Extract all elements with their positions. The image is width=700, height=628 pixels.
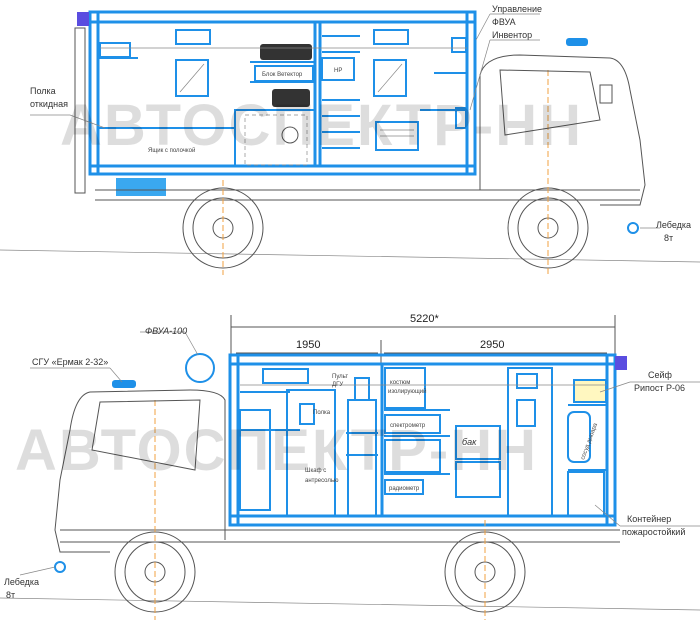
- label-container-1: Контейнер: [627, 514, 671, 524]
- fvua-tank: [185, 353, 215, 383]
- light-bar-icon: [566, 38, 588, 46]
- watermark-bottom: АВТОСПЕКТР-НН: [15, 418, 538, 483]
- label-safe-2: Рипост Р-06: [634, 383, 685, 393]
- label-shelf: Полка: [313, 410, 331, 416]
- top-vehicle: [0, 10, 700, 275]
- label-console-1: Пульт: [332, 374, 348, 380]
- safe: [573, 379, 607, 403]
- dimension-left: 1950: [296, 339, 320, 351]
- dewar-vessel: [567, 411, 591, 463]
- label-shelf-2: откидная: [30, 99, 68, 109]
- label-winch-2: 8т: [6, 590, 15, 600]
- bottom-cab: [54, 389, 226, 553]
- label-cabinet-1: Шкаф с: [305, 468, 326, 474]
- label-tank: бак: [462, 437, 477, 447]
- beacon-icon: [615, 356, 627, 370]
- dimension-right: 2950: [480, 339, 504, 351]
- toolbox: [116, 178, 166, 196]
- label-block: Блок Ветектор: [262, 72, 303, 78]
- bottom-labels: 5220* 1950 2950 ФВУА-100 СГУ «Ермак 2-32…: [4, 313, 685, 600]
- label-suit-2: изолирующий: [388, 388, 427, 395]
- label-hp: HP: [334, 68, 342, 74]
- beacon-icon: [77, 12, 89, 26]
- label-safe-1: Сейф: [648, 370, 673, 380]
- door: [286, 389, 336, 517]
- label-console-2: ДГУ: [332, 382, 343, 388]
- label-suit-1: костюм: [390, 380, 410, 386]
- label-shelf-1: Полка: [30, 86, 56, 96]
- door-right: [507, 367, 553, 517]
- label-fvua: ФВУА: [492, 17, 516, 27]
- label-radiometer: радиометр: [389, 486, 420, 492]
- label-spectrometer: спектрометр: [390, 423, 426, 429]
- top-labels: Управление ФВУА Инвентор Полка откидная …: [30, 4, 691, 243]
- label-cabinet-2: антресолью: [305, 478, 339, 484]
- label-winch-2: 8т: [664, 233, 673, 243]
- bottom-cargo-body: [228, 353, 617, 527]
- top-cab: [479, 54, 646, 206]
- winch-icon: [54, 561, 66, 573]
- light-bar-icon: [112, 380, 136, 388]
- label-container-2: пожаростойкий: [622, 527, 685, 537]
- label-sgu: СГУ «Ермак 2-32»: [32, 357, 108, 367]
- label-winch-1: Лебедка: [4, 577, 39, 587]
- watermark-top: АВТОСПЕКТР-НН: [60, 93, 583, 158]
- tank: [455, 425, 501, 460]
- winch-icon: [627, 222, 639, 234]
- bottom-vehicle: [0, 315, 700, 620]
- label-control: Управление: [492, 4, 542, 14]
- label-winch-1: Лебедка: [656, 220, 691, 230]
- label-box: Ящик с полочкой: [148, 147, 195, 154]
- label-fvua100: ФВУА-100: [145, 326, 187, 336]
- label-inverter: Инвентор: [492, 30, 532, 40]
- dimension-total: 5220*: [410, 313, 439, 325]
